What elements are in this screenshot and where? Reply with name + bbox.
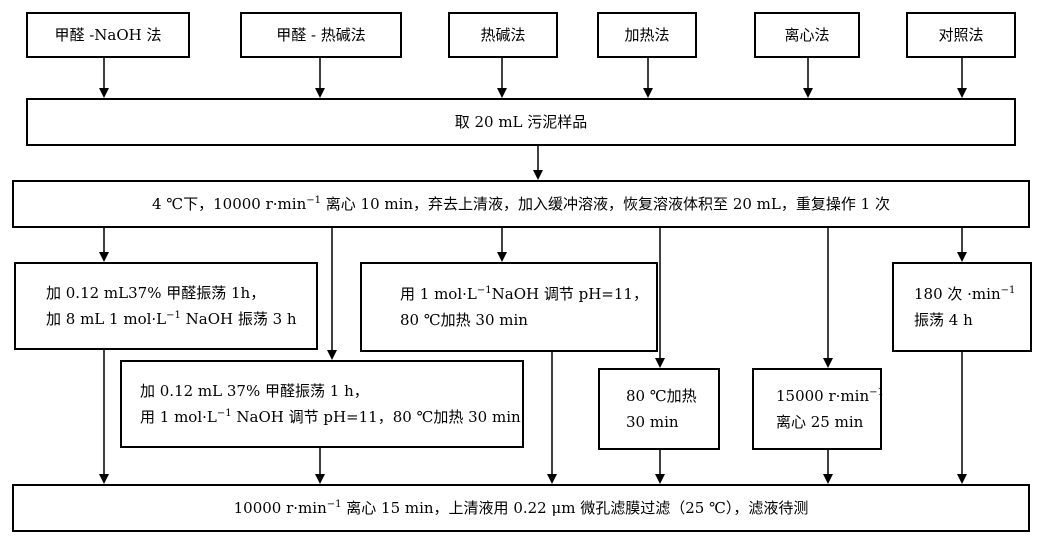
treatment-control: 180 次 ·min−1 振荡 4 h xyxy=(892,262,1032,352)
method-label: 甲醛 - 热碱法 xyxy=(276,26,366,44)
method-box-hot-alkali: 热碱法 xyxy=(448,12,558,58)
method-label: 加热法 xyxy=(624,26,670,44)
treatment-heating: 80 ℃加热 30 min xyxy=(598,368,720,450)
step-wash-centrifuge: 4 ℃下，10000 r·min−1 离心 10 min，弃去上清液，加入缓冲溶… xyxy=(12,180,1030,228)
treatment-hot-alkali: 用 1 mol·L−1NaOH 调节 pH=11， 80 ℃加热 30 min xyxy=(360,262,658,352)
treatment-formaldehyde-naoh: 加 0.12 mL37% 甲醛振荡 1h， 加 8 mL 1 mol·L−1 N… xyxy=(14,262,318,350)
step-text: 10000 r·min−1 离心 15 min，上清液用 0.22 μm 微孔滤… xyxy=(233,499,809,517)
method-label: 热碱法 xyxy=(480,26,526,44)
step-final-filter: 10000 r·min−1 离心 15 min，上清液用 0.22 μm 微孔滤… xyxy=(12,484,1030,532)
treatment-formaldehyde-hot-alkali: 加 0.12 mL 37% 甲醛振荡 1 h， 用 1 mol·L−1 NaOH… xyxy=(120,360,524,448)
step-text: 取 20 mL 污泥样品 xyxy=(454,113,588,131)
method-box-formaldehyde-naoh: 甲醛 -NaOH 法 xyxy=(26,12,190,58)
method-label: 对照法 xyxy=(938,26,984,44)
method-label: 离心法 xyxy=(784,26,830,44)
step-take-sample: 取 20 mL 污泥样品 xyxy=(26,98,1016,146)
step-text: 4 ℃下，10000 r·min−1 离心 10 min，弃去上清液，加入缓冲溶… xyxy=(152,195,890,213)
treatment-centrifuge: 15000 r·min−1 离心 25 min xyxy=(752,368,884,450)
method-box-formaldehyde-hot-alkali: 甲醛 - 热碱法 xyxy=(240,12,402,58)
method-label: 甲醛 -NaOH 法 xyxy=(54,26,162,44)
method-box-heating: 加热法 xyxy=(597,12,697,58)
method-box-centrifuge: 离心法 xyxy=(754,12,860,58)
method-box-control: 对照法 xyxy=(906,12,1016,58)
